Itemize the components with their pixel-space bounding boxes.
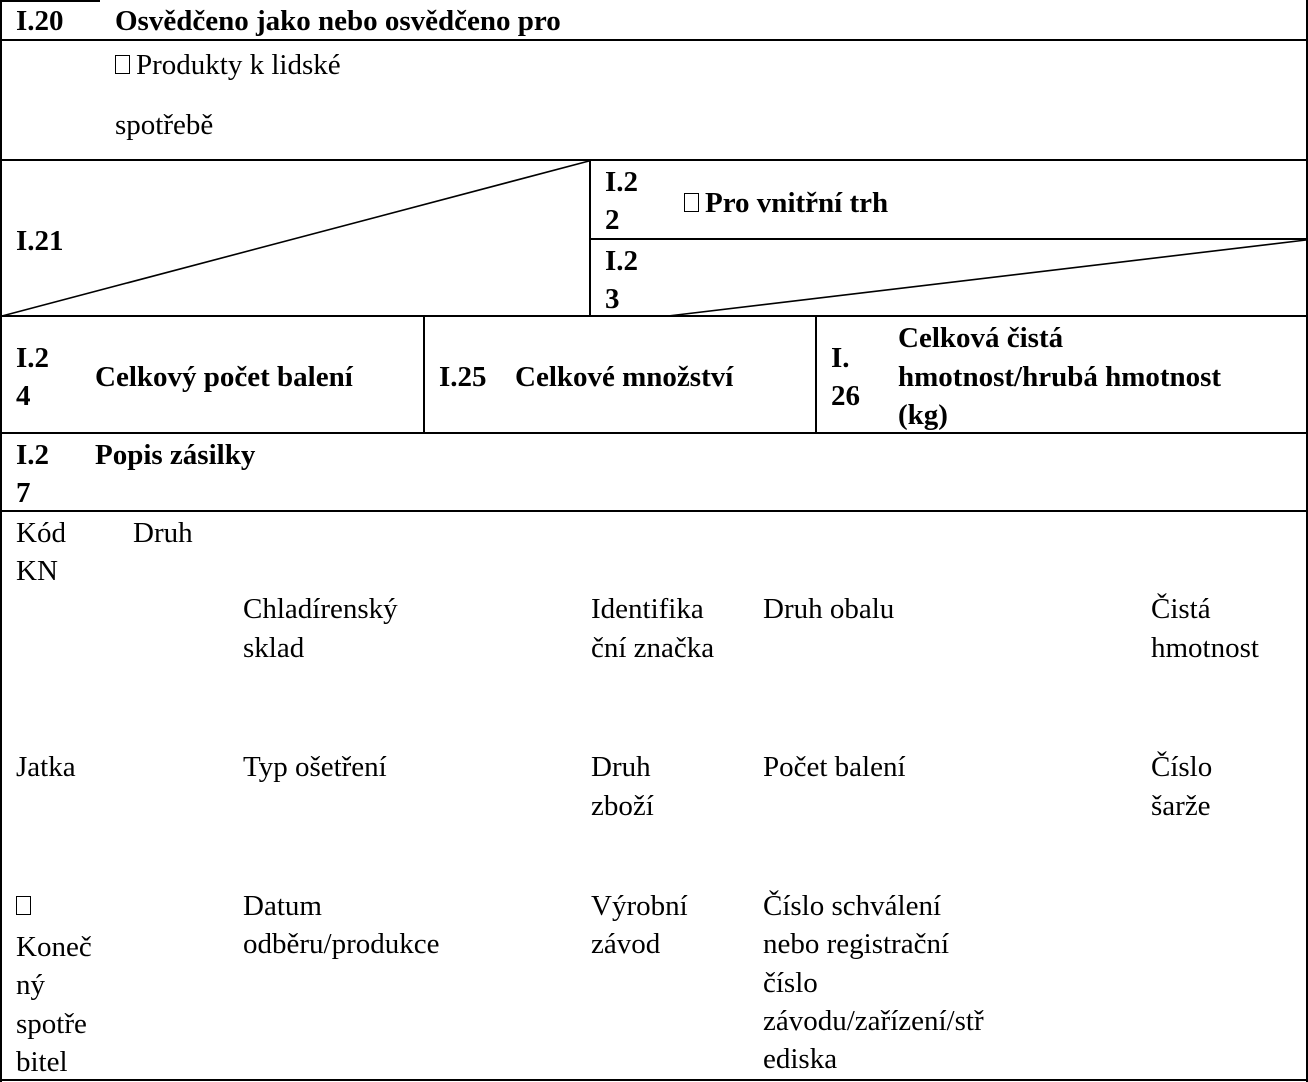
field-chladirensky-line1: Chladírenský	[243, 593, 398, 625]
i26-label-line1: Celková čistá	[898, 322, 1064, 354]
rule-right	[1306, 0, 1308, 1082]
field-konecny-line4: bitel	[16, 1046, 68, 1078]
rule-under-i21	[0, 315, 1308, 317]
i20-code: I.20	[16, 5, 64, 37]
field-konecny-checkbox[interactable]	[16, 887, 31, 925]
field-konecny-line2: ný	[16, 969, 45, 1001]
i22-code-line1: I.2	[605, 166, 639, 198]
field-cista-line1: Čistá	[1151, 593, 1211, 625]
field-chladirensky-line2: sklad	[243, 632, 305, 664]
field-druh: Druh	[133, 517, 193, 549]
rule-left	[0, 0, 2, 1082]
field-cislo-schvaleni-line4: závodu/zařízení/stř	[763, 1005, 984, 1037]
i26-label-line2: hmotnost/hrubá hmotnost	[898, 361, 1222, 393]
field-identifikacni-line2: ční značka	[591, 632, 715, 664]
i20-option-line2: spotřebě	[115, 109, 214, 141]
checkbox-icon[interactable]	[115, 54, 130, 74]
field-konecny-line3: spotře	[16, 1008, 87, 1040]
rule-under-i27	[0, 510, 1308, 512]
i27-label: Popis zásilky	[95, 439, 256, 471]
field-vyrobni-line1: Výrobní	[591, 890, 688, 922]
i20-option-line1: Produkty k lidské	[136, 49, 341, 81]
i23-code-line1: I.2	[605, 245, 639, 277]
rule-bottom	[0, 1079, 1308, 1081]
i21-code: I.21	[16, 225, 64, 257]
i22-label: Pro vnitřní trh	[705, 187, 889, 219]
checkbox-icon[interactable]	[684, 192, 699, 212]
i24-code-line2: 4	[16, 380, 31, 412]
field-cislo-schvaleni-line2: nebo registrační	[763, 928, 950, 960]
i23-code-line2: 3	[605, 283, 620, 315]
i24-code-line1: I.2	[16, 342, 50, 374]
field-identifikacni-line1: Identifika	[591, 593, 704, 625]
field-cislo-schvaleni-line1: Číslo schválení	[763, 890, 942, 922]
rule-under-option	[0, 159, 1308, 161]
rule-top-short	[0, 0, 100, 2]
field-cislo-schvaleni-line3: číslo	[763, 967, 818, 999]
i26-label-line3: (kg)	[898, 399, 948, 431]
field-cislo-schvaleni-line5: ediska	[763, 1043, 838, 1075]
field-typ-osetreni: Typ ošetření	[243, 751, 387, 783]
rule-under-i24	[0, 432, 1308, 434]
rule-i24-i25	[423, 315, 425, 434]
i27-code-line2: 7	[16, 477, 31, 509]
i22-code-line2: 2	[605, 204, 620, 236]
field-cista-line2: hmotnost	[1151, 632, 1259, 664]
i20-title: Osvědčeno jako nebo osvědčeno pro	[115, 5, 561, 37]
field-cislo-sarze-line2: šarže	[1151, 790, 1211, 822]
field-jatka: Jatka	[16, 751, 76, 783]
i27-code-line1: I.2	[16, 439, 50, 471]
field-kod-kn-line2: KN	[16, 555, 58, 587]
rule-i25-i26	[815, 315, 817, 434]
field-cislo-sarze-line1: Číslo	[1151, 751, 1213, 783]
rule-under-i20	[0, 39, 1308, 41]
i26-code-line1: I.	[831, 342, 850, 374]
i20-option-human-consumption[interactable]: Produkty k lidské	[115, 46, 341, 84]
field-datum-line2: odběru/produkce	[243, 928, 440, 960]
field-konecny-line1: Koneč	[16, 931, 92, 963]
field-druh-obalu: Druh obalu	[763, 593, 895, 625]
rule-i22-i23	[590, 238, 1308, 240]
i26-code-line2: 26	[831, 380, 860, 412]
field-pocet-baleni: Počet balení	[763, 751, 906, 783]
field-datum-line1: Datum	[243, 890, 322, 922]
i25-label: Celkové množství	[515, 361, 734, 393]
i22-option-internal-market[interactable]: Pro vnitřní trh	[684, 184, 888, 222]
field-druh-zbozi-line1: Druh	[591, 751, 651, 783]
field-druh-zbozi-line2: zboží	[591, 790, 654, 822]
field-vyrobni-line2: závod	[591, 928, 661, 960]
rule-i21-i22	[589, 159, 591, 317]
i24-label: Celkový počet balení	[95, 361, 353, 393]
checkbox-icon[interactable]	[16, 895, 31, 915]
field-kod-kn-line1: Kód	[16, 517, 66, 549]
i25-code: I.25	[439, 361, 487, 393]
